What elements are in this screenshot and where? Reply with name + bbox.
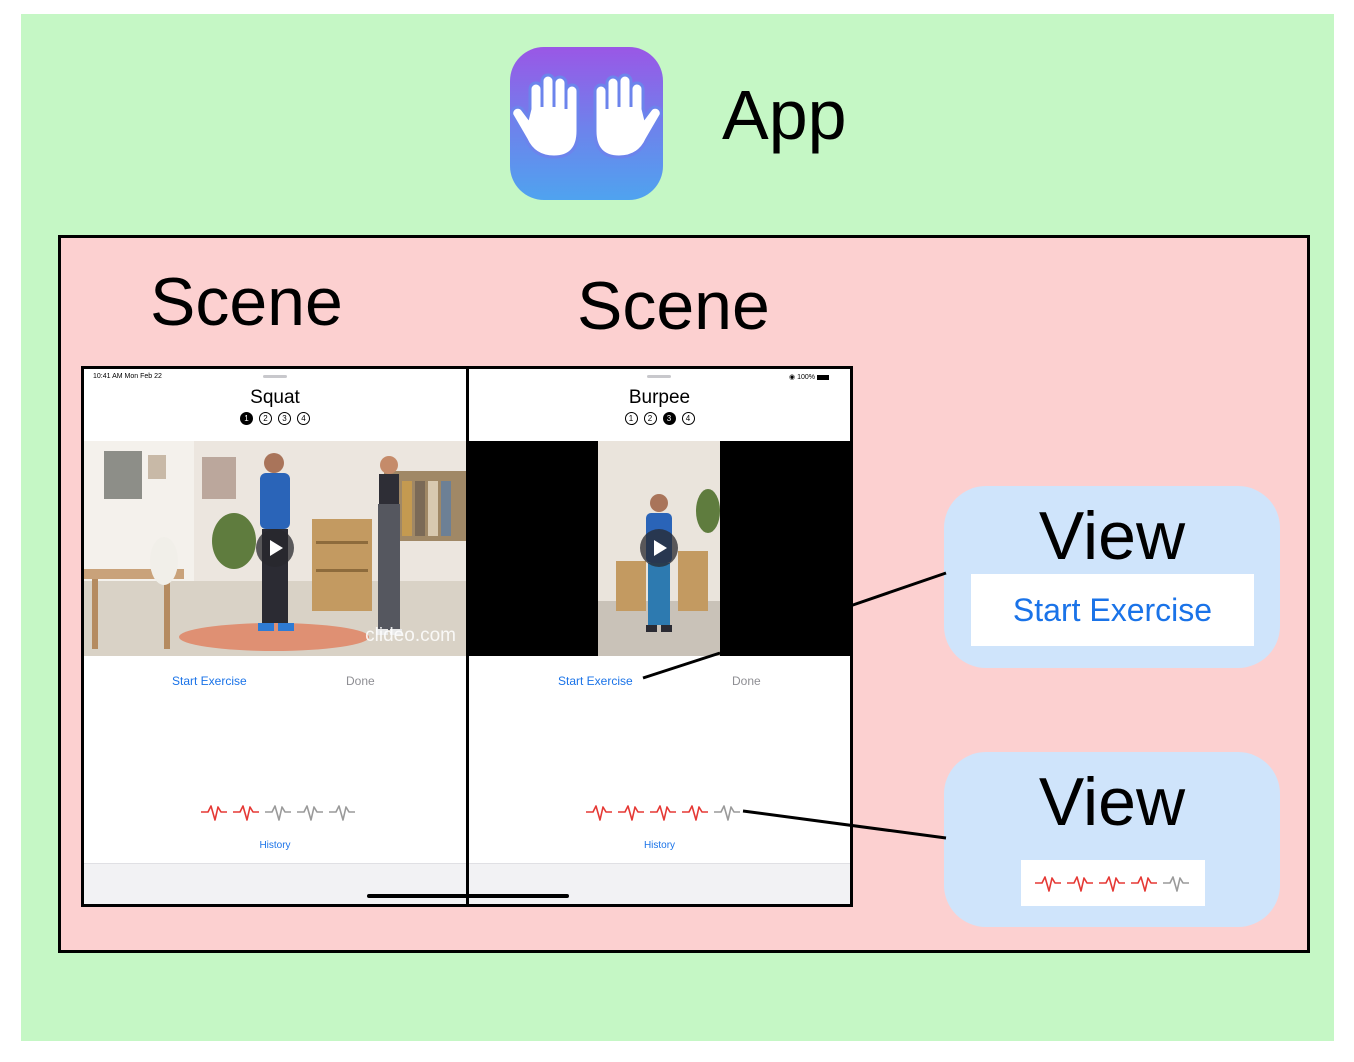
done-button[interactable]: Done (346, 674, 375, 688)
view-label: View (1038, 764, 1186, 840)
step-4[interactable]: 4 (297, 412, 310, 425)
wifi-icon: ◉ (789, 374, 796, 381)
step-3[interactable]: 3 (278, 412, 291, 425)
raised-hands-icon (510, 47, 663, 200)
bottom-bar (84, 863, 466, 904)
heartbeat-filled-icon[interactable] (682, 805, 708, 821)
heartbeat-filled-icon[interactable] (1131, 876, 1157, 892)
right-pane: ◉ 100% Burpee 1 2 3 4 (469, 369, 850, 904)
step-indicator: 1 2 3 4 (84, 412, 466, 425)
status-time: 10:41 AM Mon Feb 22 (93, 373, 162, 380)
split-divider[interactable] (466, 369, 469, 904)
heartbeat-rating (199, 797, 359, 832)
app-label: App (722, 76, 847, 154)
heartbeat-empty-icon[interactable] (297, 805, 323, 821)
step-1[interactable]: 1 (624, 412, 638, 425)
start-exercise-button[interactable]: Start Exercise (172, 674, 247, 688)
start-exercise-preview-label: Start Exercise (1012, 592, 1213, 628)
heartbeat-empty-icon[interactable] (329, 805, 355, 821)
heartbeat-filled-icon[interactable] (586, 805, 612, 821)
heartbeat-empty-icon[interactable] (265, 805, 291, 821)
video-player[interactable] (469, 441, 850, 656)
step-indicator: 1 2 3 4 (469, 412, 850, 425)
exercise-title: Burpee (628, 387, 691, 408)
heartbeat-filled-icon[interactable] (1035, 876, 1061, 892)
status-battery: ◉ 100% (789, 373, 829, 381)
done-button[interactable]: Done (732, 674, 761, 688)
workout-video-frame: clideo.com (84, 441, 466, 656)
heartbeat-filled-icon[interactable] (201, 805, 227, 821)
step-2[interactable]: 2 (259, 412, 272, 425)
start-exercise-preview: Start Exercise (971, 574, 1254, 646)
exercise-title: Squat (250, 387, 300, 408)
step-1[interactable]: 1 (240, 412, 253, 425)
heartbeat-empty-icon[interactable] (714, 805, 740, 821)
left-pane: 10:41 AM Mon Feb 22 Squat 1 2 3 4 (84, 369, 466, 904)
step-3[interactable]: 3 (662, 412, 676, 425)
view-callout-rating: View (944, 752, 1280, 927)
scene-label-1: Scene (150, 264, 343, 340)
bottom-bar (469, 863, 850, 904)
battery-percent: 100% (797, 374, 815, 381)
female-athlete (376, 456, 402, 635)
step-4[interactable]: 4 (681, 412, 695, 425)
step-2[interactable]: 2 (643, 412, 657, 425)
home-indicator (367, 894, 569, 898)
heartbeat-rating (584, 797, 744, 832)
video-player[interactable]: clideo.com (84, 441, 466, 656)
scene-label-2: Scene (577, 268, 770, 344)
grabber[interactable] (647, 375, 671, 378)
history-link[interactable]: History (643, 840, 676, 851)
heartbeat-filled-icon[interactable] (650, 805, 676, 821)
play-button[interactable] (256, 529, 294, 567)
battery-icon (816, 374, 829, 380)
heartbeat-filled-icon[interactable] (233, 805, 259, 821)
video-watermark: clideo.com (365, 625, 456, 646)
start-exercise-button[interactable]: Start Exercise (558, 674, 633, 688)
heartbeat-filled-icon[interactable] (1099, 876, 1125, 892)
ipad-screen: 10:41 AM Mon Feb 22 Squat 1 2 3 4 (81, 366, 853, 907)
heartbeat-filled-icon[interactable] (618, 805, 644, 821)
view-label: View (1038, 498, 1186, 574)
grabber[interactable] (263, 375, 287, 378)
history-link[interactable]: History (259, 840, 291, 851)
heartbeat-empty-icon[interactable] (1163, 876, 1189, 892)
play-button[interactable] (640, 529, 678, 567)
heartbeat-filled-icon[interactable] (1067, 876, 1093, 892)
view-callout-button: View Start Exercise (944, 486, 1280, 668)
heartbeat-rating-preview (1021, 860, 1205, 906)
